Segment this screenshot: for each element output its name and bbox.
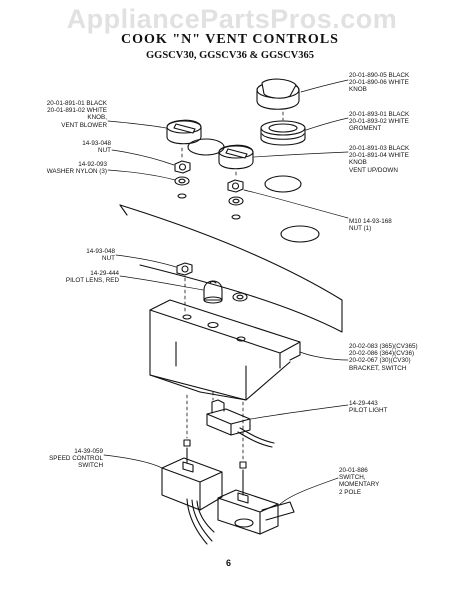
model-subtitle: GGSCV30, GGSCV36 & GGSCV365 <box>145 50 314 61</box>
hex-nut-left-top <box>174 160 191 174</box>
callout-line: 14-39-059 <box>74 448 103 455</box>
speed-control-switch-part <box>161 439 223 545</box>
washer-left <box>174 176 190 186</box>
callout-line: NUT <box>102 255 115 263</box>
page-number: 6 <box>226 558 232 568</box>
callout-washer-nylon: 14-92-093 WASHER NYLON (3) <box>47 161 107 175</box>
callout-line: SWITCH, <box>339 474 366 482</box>
callout-line: 20-01-891-02 WHITE <box>47 107 107 115</box>
hex-nut-center-top <box>227 179 244 193</box>
callout-knob-vent-blower: 20-01-891-01 BLACK 20-01-891-02 WHITE KN… <box>47 100 107 129</box>
callout-m10-nut: M10 14-93-168 NUT (1) <box>349 218 392 232</box>
knob-vent-blower <box>166 119 202 145</box>
callout-line: 20-01-891-01 BLACK <box>46 100 107 107</box>
callout-line: 14-93-048 <box>86 248 115 255</box>
callout-line: 2 POLE <box>339 488 362 496</box>
callout-knob-vent-up-down: 20-01-891-03 BLACK 20-01-891-04 WHITE KN… <box>349 145 409 174</box>
callout-nut-mid: 14-93-048 NUT <box>86 248 115 262</box>
callout-line: 20-01-891-04 WHITE <box>349 152 409 160</box>
callout-line: 20-02-067 (30)(CV30) <box>349 357 411 365</box>
callout-knob-right: 20-01-890-05 BLACK 20-01-890-06 WHITE KN… <box>349 72 409 94</box>
callout-line: VENT UP/DOWN <box>349 166 398 174</box>
callout-line: GROMENT <box>349 125 382 133</box>
page-title: COOK "N" VENT CONTROLS <box>121 32 339 47</box>
callout-line: VENT BLOWER <box>61 121 107 129</box>
callout-pilot-lens: 14-29-444 PILOT LENS, RED <box>66 270 119 284</box>
momentary-switch-part <box>217 461 295 535</box>
pilot-lens <box>203 280 223 304</box>
callout-line: NUT (1) <box>349 225 372 233</box>
panel-hole-center <box>231 214 241 220</box>
callout-line: MOMENTARY <box>339 481 380 489</box>
callout-line: 20-02-086 (364)(CV36) <box>349 350 415 358</box>
washer-center <box>228 196 244 206</box>
leader-lines <box>103 79 349 506</box>
callout-line: 20-02-083 (365)(CV365) <box>349 343 418 350</box>
assembly-lines <box>181 111 284 461</box>
panel-hole-left <box>177 193 187 199</box>
callout-line: NUT <box>98 147 111 155</box>
control-panel <box>119 204 343 333</box>
hex-nut-lower <box>176 262 193 276</box>
callout-pilot-light: 14-29-443 PILOT LIGHT <box>349 400 387 414</box>
callout-line: 20-01-891-03 BLACK <box>349 145 410 152</box>
callout-line: 20-01-893-02 WHITE <box>349 118 409 126</box>
callout-line: 20-01-886 <box>339 467 368 474</box>
callout-line: KNOB, <box>87 114 107 122</box>
callout-line: WASHER NYLON (3) <box>46 168 107 176</box>
callout-line: 14-93-048 <box>82 140 111 147</box>
callout-momentary-switch: 20-01-886 SWITCH, MOMENTARY 2 POLE <box>339 467 379 496</box>
pilot-light-part <box>206 399 275 448</box>
callout-line: 20-01-890-05 BLACK <box>349 72 410 79</box>
callout-line: BRACKET, SWITCH <box>349 364 407 372</box>
callout-speed-control-switch: 14-39-059 SPEED CONTROL SWITCH <box>49 448 103 470</box>
knob-vent-up-down <box>218 144 254 170</box>
callout-line: 14-92-093 <box>78 161 107 168</box>
callout-line: 20-01-890-06 WHITE <box>349 79 409 87</box>
callout-line: 14-29-443 <box>349 400 378 407</box>
knob-top-right <box>256 78 300 110</box>
callout-groment: 20-01-893-01 BLACK 20-01-893-02 WHITE GR… <box>349 111 409 133</box>
callout-line: 20-01-893-01 BLACK <box>349 111 410 118</box>
groment-ring <box>260 120 306 146</box>
callout-nut-top: 14-93-048 NUT <box>82 140 111 154</box>
callout-line: SWITCH <box>78 462 103 470</box>
callout-line: PILOT LIGHT <box>349 407 388 415</box>
callout-line: KNOB <box>349 86 367 94</box>
callout-line: M10 14-93-168 <box>349 218 392 225</box>
switch-bracket <box>149 299 301 401</box>
callout-bracket-switch: 20-02-083 (365)(CV365) 20-02-086 (364)(C… <box>349 343 418 372</box>
callout-line: SPEED CONTROL <box>49 455 103 463</box>
callout-line: PILOT LENS, RED <box>65 277 119 285</box>
callout-line: KNOB <box>349 159 367 167</box>
callout-line: 14-29-444 <box>90 270 119 277</box>
watermark-text: AppliancePartsPros.com <box>66 4 398 34</box>
washer-lower <box>232 292 248 302</box>
